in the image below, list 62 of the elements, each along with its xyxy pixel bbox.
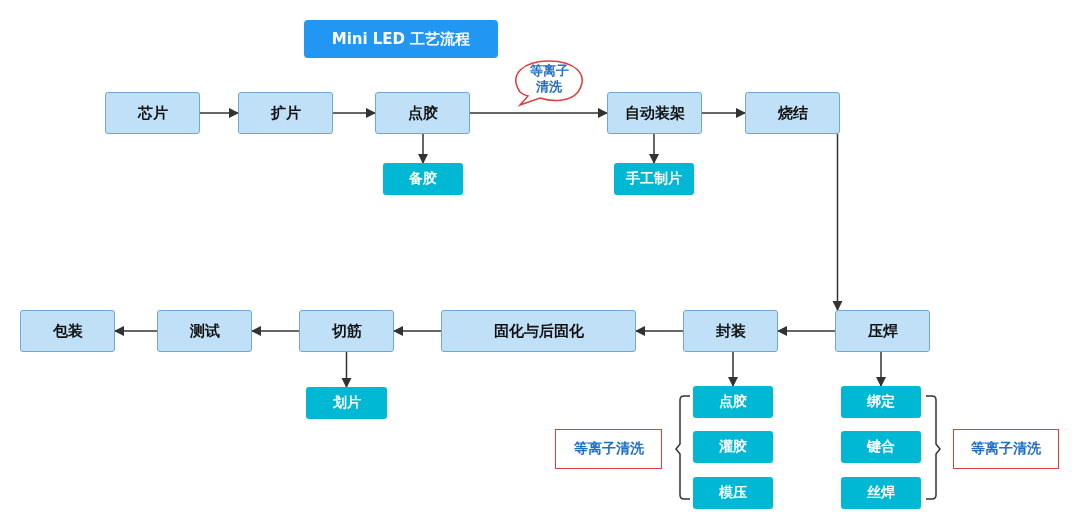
- arrow: [332, 107, 377, 119]
- sub-process-box: [693, 386, 773, 418]
- node-label: 测试: [189, 321, 220, 341]
- node-label: 点胶: [719, 393, 747, 411]
- process-box: [441, 310, 636, 352]
- arrow: [113, 325, 158, 337]
- arrow: [875, 351, 887, 388]
- node-label: 丝焊: [867, 484, 895, 502]
- sub-process-box: [841, 477, 921, 509]
- process-box: [745, 92, 840, 134]
- process-box: [105, 92, 200, 134]
- process-box: [299, 310, 394, 352]
- node-label: 包装: [52, 321, 83, 341]
- sub-process-box: [841, 386, 921, 418]
- arrow: [199, 107, 240, 119]
- process-box: [375, 92, 470, 134]
- node-label: 烧结: [777, 103, 808, 123]
- node-label: 等离子清洗: [971, 440, 1041, 458]
- arrow: [727, 351, 739, 388]
- node-label: 固化与后固化: [493, 321, 584, 341]
- arrow: [250, 325, 300, 337]
- process-box: [238, 92, 333, 134]
- title-banner: Mini LED 工艺流程: [304, 20, 498, 58]
- arrow: [634, 325, 684, 337]
- process-box: [835, 310, 930, 352]
- node-label: 等离子清洗: [573, 440, 644, 458]
- arrow: [417, 133, 429, 165]
- node-label: 切筋: [331, 321, 362, 341]
- arrow: [832, 133, 843, 312]
- sub-process-box: [841, 431, 921, 463]
- arrow: [469, 107, 609, 119]
- node-label: 点胶: [407, 103, 438, 123]
- sub-process-box: [383, 163, 463, 195]
- sub-process-box: [693, 431, 773, 463]
- node-label: 模压: [719, 484, 747, 502]
- node-label: 等离子清洗: [528, 62, 570, 96]
- sub-process-box: [614, 163, 694, 195]
- node-label: 划片: [332, 394, 361, 412]
- node-label: 自动装架: [624, 103, 685, 123]
- process-box: [157, 310, 252, 352]
- note-box: [555, 429, 662, 469]
- arrow: [701, 107, 747, 119]
- node-label: 封装: [715, 321, 746, 341]
- sub-process-box: [306, 387, 387, 419]
- node-label: 手工制片: [626, 170, 682, 188]
- process-box: [20, 310, 115, 352]
- arrow: [341, 351, 352, 389]
- node-label: 灌胶: [719, 438, 747, 456]
- node-label: 备胶: [409, 170, 437, 188]
- process-box: [607, 92, 702, 134]
- sub-process-box: [693, 477, 773, 509]
- arrow: [648, 133, 660, 165]
- node-label: 绑定: [867, 393, 895, 411]
- note-box: [953, 429, 1059, 469]
- node-label: 键合: [867, 438, 895, 456]
- node-label: 芯片: [137, 103, 168, 123]
- speech-bubble: [512, 60, 586, 106]
- process-box: [683, 310, 778, 352]
- arrow: [776, 325, 836, 337]
- arrow: [392, 325, 442, 337]
- node-label: 压焊: [867, 321, 898, 341]
- node-label: 扩片: [270, 103, 301, 123]
